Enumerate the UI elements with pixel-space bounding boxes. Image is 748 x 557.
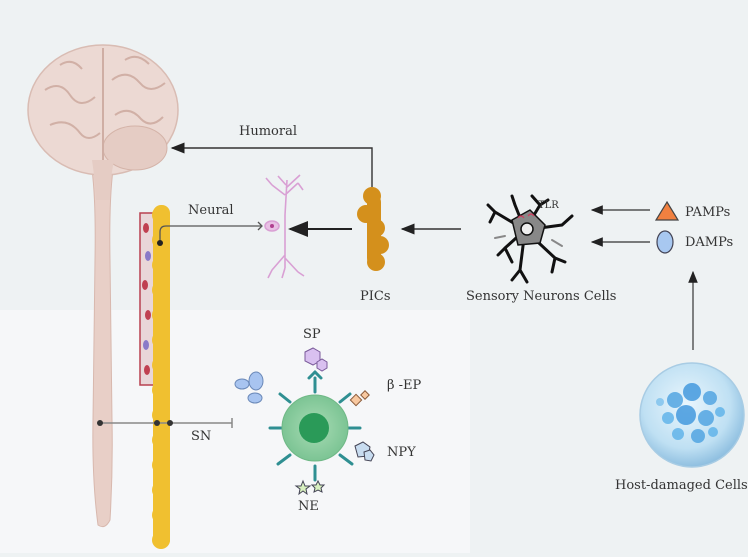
blood-vessel bbox=[139, 212, 155, 386]
sympathetic-chain bbox=[152, 205, 170, 549]
label-sp: SP bbox=[303, 327, 321, 342]
label-humoral: Humoral bbox=[239, 124, 297, 139]
label-sn: SN bbox=[191, 429, 212, 444]
label-pics: PICs bbox=[360, 289, 391, 304]
label-ne: NE bbox=[298, 499, 319, 514]
background-bottom-panel bbox=[0, 310, 470, 553]
npy-molecule-icon bbox=[354, 441, 375, 462]
label-npy: NPY bbox=[387, 445, 416, 460]
neural-path bbox=[159, 225, 262, 243]
neuron-icon bbox=[264, 174, 305, 279]
label-pamps: PAMPs bbox=[685, 205, 731, 220]
damps-oval-icon bbox=[656, 230, 674, 254]
tlr-receptor-icon bbox=[517, 213, 535, 219]
sn-node-1 bbox=[97, 420, 103, 426]
beta-ep-molecule-icon bbox=[349, 390, 370, 407]
label-damps: DAMPs bbox=[685, 235, 734, 250]
label-beta-ep: β -EP bbox=[387, 378, 422, 393]
humoral-arrow bbox=[170, 142, 373, 187]
label-host-damaged: Host-damaged Cells bbox=[615, 478, 748, 493]
sn-node-3 bbox=[167, 420, 173, 426]
pics-chain bbox=[357, 187, 389, 271]
immune-cell-icon bbox=[268, 370, 362, 482]
host-cell-icon bbox=[639, 362, 745, 468]
label-sensory-neurons: Sensory Neurons Cells bbox=[466, 289, 617, 304]
pamps-triangle-icon bbox=[654, 200, 680, 221]
sn-node-2 bbox=[154, 420, 160, 426]
cytokine-ovals-icon bbox=[234, 371, 264, 404]
spinal-cord bbox=[91, 169, 114, 528]
sp-molecule-icon bbox=[304, 347, 328, 372]
label-tlr: TLR bbox=[538, 200, 559, 211]
neural-node bbox=[157, 240, 163, 246]
label-neural: Neural bbox=[188, 203, 234, 218]
ne-molecule-icon bbox=[294, 479, 326, 496]
brain-icon bbox=[27, 44, 179, 200]
